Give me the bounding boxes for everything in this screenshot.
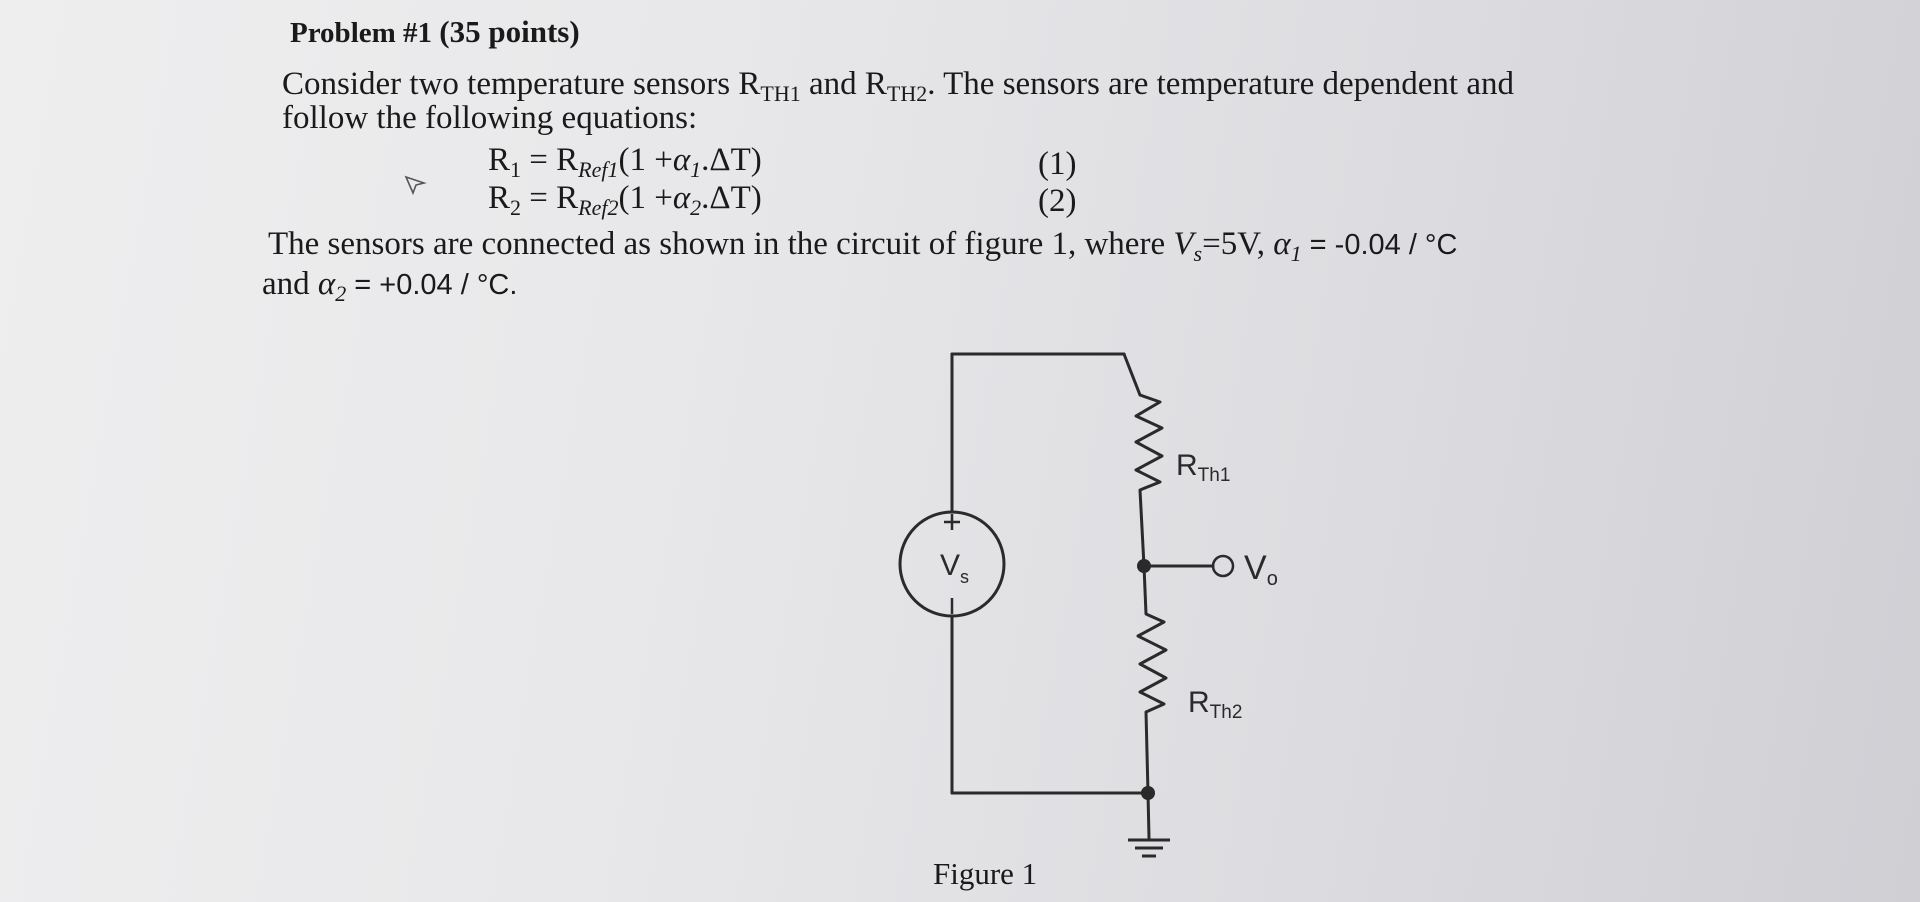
rth1-label: RTh1 — [1176, 449, 1230, 486]
intro-line-1: Consider two temperature sensors RTH1 an… — [282, 66, 1514, 106]
wire-right-upper — [1122, 352, 1142, 397]
intro-line-2: follow the following equations: — [282, 100, 698, 136]
wire-ground — [1146, 791, 1151, 840]
problem-points: (35 points) — [439, 14, 580, 49]
source-label: Vs — [940, 549, 969, 587]
problem-label: Problem #1 — [290, 17, 433, 49]
equation-number-2: (2) — [1038, 183, 1077, 219]
equation-2: R2 = RRef2(1 +α2.ΔT) — [488, 180, 762, 220]
equation-1: R1 = RRef1(1 +α1.ΔT) — [488, 142, 762, 182]
ground-icon — [1128, 838, 1170, 858]
equation-number-1: (1) — [1038, 146, 1077, 182]
problem-heading: Problem #1 (35 points) — [290, 14, 580, 50]
conditions-line-2: and α2 = +0.04 / °C. — [262, 266, 518, 306]
voltage-source — [898, 510, 1006, 618]
rth2-label: RTh2 — [1188, 686, 1242, 723]
ground-node — [1141, 786, 1155, 800]
conditions-line-1: The sensors are connected as shown in th… — [268, 226, 1458, 266]
plus-mark — [944, 514, 960, 530]
output-node — [1137, 559, 1151, 573]
output-label: Vo — [1244, 549, 1278, 590]
output-terminal — [1211, 554, 1235, 578]
resistor-rth2 — [1136, 564, 1168, 795]
resistor-rth1 — [1134, 393, 1164, 568]
mouse-cursor-icon — [404, 175, 427, 196]
figure-caption: Figure 1 — [933, 856, 1038, 891]
